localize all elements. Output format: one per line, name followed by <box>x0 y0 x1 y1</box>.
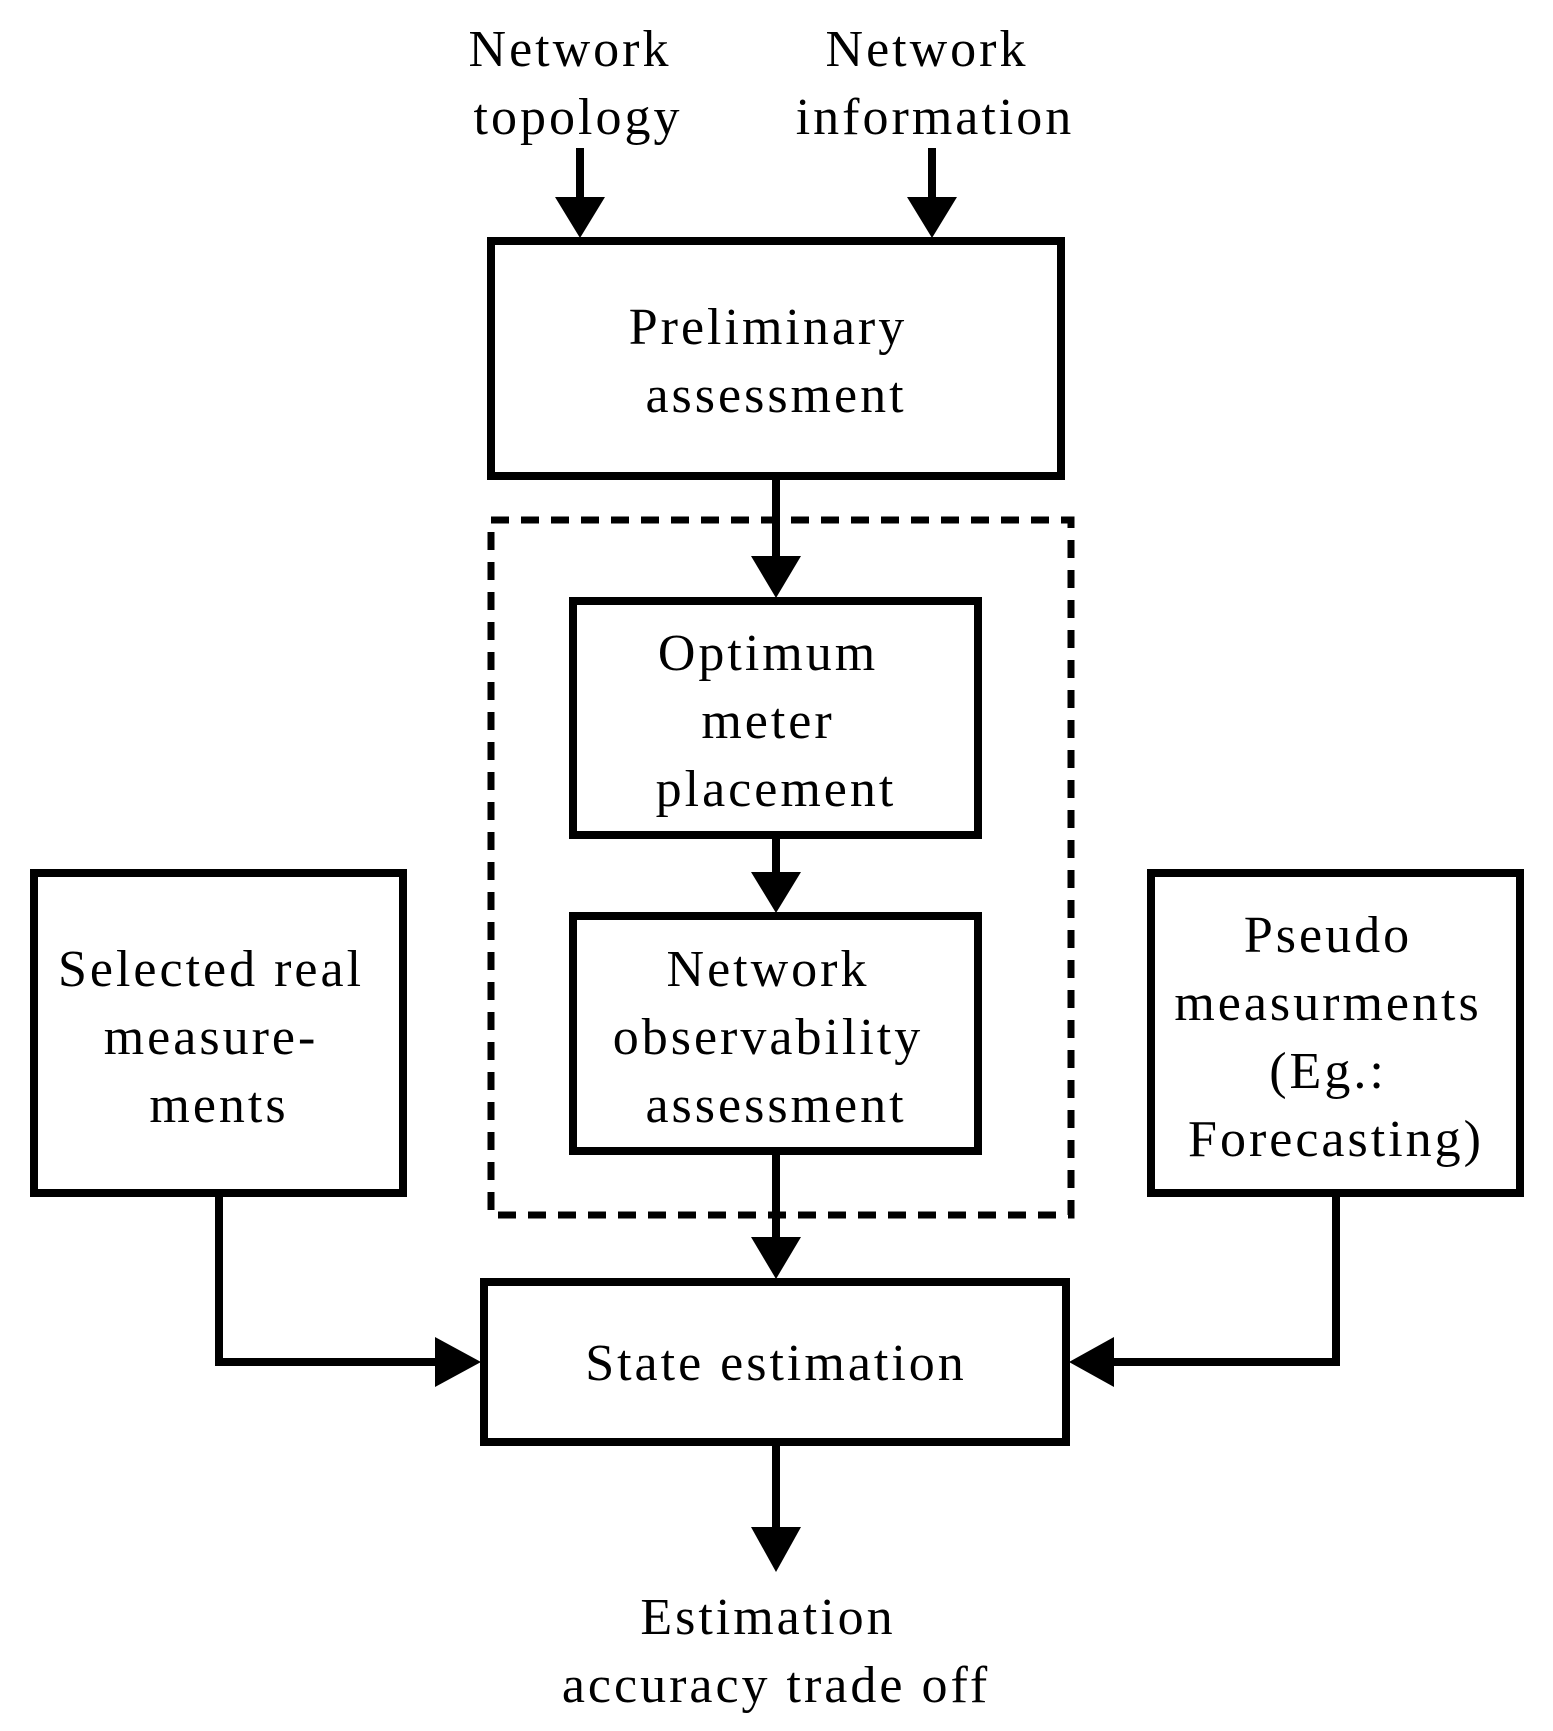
network-observability-label: Network observability assessment <box>613 941 940 1134</box>
network-observability-box <box>569 912 982 1155</box>
network-topology-label: Network topology <box>469 21 688 146</box>
preliminary-assessment-label: Preliminary assessment <box>629 299 924 424</box>
topology-arrow-head <box>555 197 605 238</box>
pseudo-measurements-box <box>1147 869 1524 1197</box>
preliminary-assessment-box <box>487 237 1065 480</box>
optimum-to-observability-head <box>751 872 801 913</box>
pseudo-measurements-label: Pseudo measurments (Eg.: Forecasting) <box>1174 907 1497 1168</box>
state-estimation-box <box>480 1278 1070 1446</box>
network-information-label: Network information <box>796 21 1075 146</box>
state-to-output-head <box>751 1527 801 1572</box>
optimum-meter-placement-label: Optimum meter placement <box>656 625 897 818</box>
information-arrow-head <box>907 197 957 238</box>
preliminary-to-optimum-head <box>751 556 801 598</box>
observability-to-state-head <box>751 1237 801 1279</box>
selected-real-measurements-box <box>30 869 407 1197</box>
pseudo-to-state-head <box>1069 1337 1114 1387</box>
selected-to-state-connector <box>215 1193 443 1366</box>
dashed-group-frame <box>487 516 1075 1219</box>
selected-to-state-head <box>435 1337 481 1387</box>
selected-real-measurements-label: Selected real measure- ments <box>58 941 380 1134</box>
estimation-accuracy-label: Estimation accuracy trade off <box>562 1589 990 1714</box>
state-estimation-label: State estimation <box>585 1335 967 1392</box>
pseudo-to-state-connector <box>1106 1193 1340 1366</box>
